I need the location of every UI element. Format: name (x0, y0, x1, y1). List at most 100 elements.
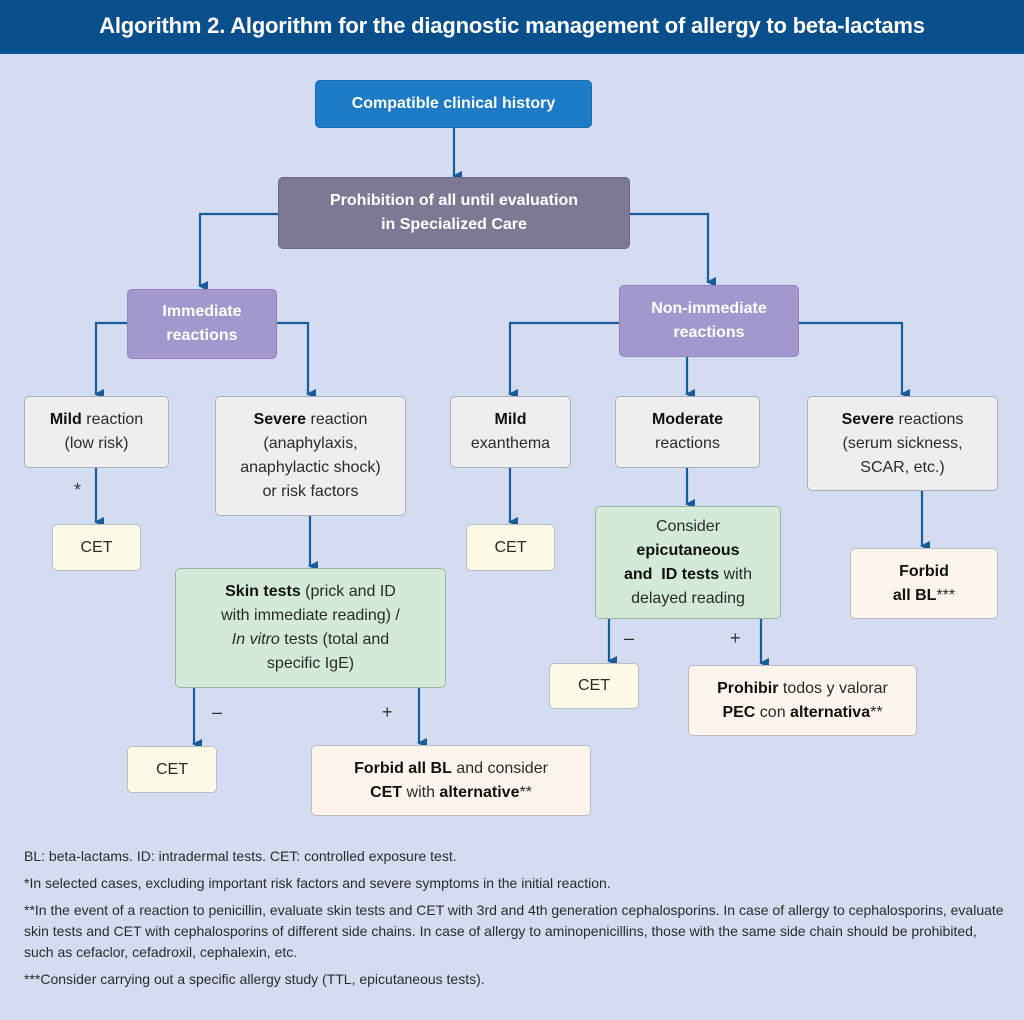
imm-mild-reaction-node: Mild reaction (low risk) (24, 396, 169, 468)
skin-tests-line4: specific IgE) (266, 655, 355, 672)
skin-positive-label: + (382, 702, 393, 722)
forbid-line2: all BL*** (893, 584, 955, 608)
nonimm-severe-rest: reactions (894, 410, 964, 428)
immediate-line1: Immediate (162, 303, 242, 320)
arrow-immediate-to-mild (94, 321, 127, 399)
nonimm-severe-line1: Severe reactions (842, 408, 964, 432)
nonimm-severe-outcome-node: Forbid all BL*** (850, 548, 998, 619)
imm-mild-bold: Mild (49, 411, 82, 428)
skin-negative-label: – (212, 702, 223, 722)
skin-tests-bold: Skin tests (225, 583, 301, 600)
imm-mild-cet-label: CET (80, 538, 113, 556)
immediate-line2: reactions (166, 327, 238, 344)
skin-tests-italic: In vitro (231, 631, 280, 648)
arrow-nonimm-to-severe (799, 321, 910, 399)
imm-severe-line1: Severe reaction (254, 408, 368, 432)
nonimm-mild-line2: exanthema (470, 435, 551, 452)
prohibition-node: Prohibition of all until evaluation in S… (278, 177, 630, 249)
skin-tests-rest1: (prick and ID (300, 583, 396, 600)
imm-mild-line2: (low risk) (64, 435, 129, 452)
skin-positive-bold3: alternative (439, 783, 520, 801)
epi-negative-cet-node: CET (549, 663, 639, 709)
skin-tests-node: Skin tests (prick and ID with immediate … (175, 568, 446, 688)
arrow-prohibition-to-nonimmediate (630, 212, 716, 287)
skin-positive-rest1: and consider (451, 759, 548, 777)
asterisk-edge-label: * (74, 480, 82, 500)
non-immediate-line2: reactions (673, 324, 745, 341)
epicutaneous-rest2: with (719, 565, 753, 583)
epicutaneous-line3: and ID tests with (624, 563, 752, 587)
epi-positive-bold2: PEC (722, 703, 756, 721)
epicutaneous-line1: Consider (655, 517, 721, 535)
footnote-abbreviations: BL: beta-lactams. ID: intradermal tests.… (24, 848, 457, 864)
forbid-line1: Forbid (899, 562, 949, 580)
header-divider (0, 52, 1024, 54)
nonimm-severe-line3: SCAR, etc.) (860, 458, 945, 476)
forbid-suffix: *** (936, 586, 956, 604)
skin-positive-bold1: Forbid all BL (354, 759, 452, 777)
imm-severe-line4: or risk factors (262, 483, 359, 500)
epi-positive-bold1: Prohibir (717, 679, 779, 697)
arrow-prohibition-to-immediate (198, 212, 278, 291)
skin-positive-rest2: with (402, 783, 440, 801)
skin-negative-cet-label: CET (156, 760, 188, 778)
epi-positive-label: + (730, 628, 741, 648)
skin-positive-line1: Forbid all BL and consider (354, 757, 548, 781)
skin-tests-line1: Skin tests (prick and ID (225, 580, 396, 604)
nonimm-moderate-bold: Moderate (651, 411, 724, 428)
arrow-immediate-to-severe (277, 321, 316, 399)
nonimm-mild-cet-node: CET (466, 524, 555, 571)
immediate-reactions-node: Immediate reactions (127, 289, 277, 359)
footnote-double-asterisk: **In the event of a reaction to penicill… (24, 902, 1004, 960)
skin-positive-line2: CET with alternative** (370, 781, 532, 805)
algorithm-title: Algorithm 2. Algorithm for the diagnosti… (0, 0, 1024, 52)
epicutaneous-tests-node: Consider epicutaneous and ID tests with … (595, 506, 781, 619)
epi-positive-suffix: ** (870, 703, 883, 721)
arrow-nonimm-to-mild (508, 321, 619, 399)
non-immediate-line1: Non-immediate (651, 300, 767, 317)
non-immediate-reactions-node: Non-immediate reactions (619, 285, 799, 357)
forbid-bold2: all BL (892, 586, 937, 604)
epi-positive-rest1: todos y valorar (778, 679, 888, 697)
imm-mild-cet-node: CET (52, 524, 141, 571)
epi-positive-outcome-node: Prohibir todos y valorar PEC con alterna… (688, 665, 917, 736)
nonimm-severe-bold: Severe (841, 410, 895, 428)
skin-positive-bold2: CET (370, 783, 403, 801)
skin-positive-suffix: ** (519, 783, 532, 801)
nonimm-mild-exanthema-node: Mild exanthema (450, 396, 571, 468)
epicutaneous-bold2: and ID tests (623, 565, 720, 583)
prohibition-line2: in Specialized Care (381, 216, 527, 233)
start-node-compatible-clinical-history: Compatible clinical history (315, 80, 592, 128)
epi-positive-line2: PEC con alternativa** (722, 701, 882, 725)
nonimm-mild-cet-label: CET (494, 538, 527, 556)
imm-mild-rest: reaction (81, 411, 144, 428)
skin-tests-rest3: tests (total and (279, 631, 390, 648)
nonimm-severe-node: Severe reactions (serum sickness, SCAR, … (807, 396, 998, 491)
imm-severe-bold: Severe (253, 411, 307, 428)
nonimm-moderate-line2: reactions (655, 435, 720, 452)
skin-tests-line3: In vitro tests (total and (232, 628, 389, 652)
nonimm-severe-line2: (serum sickness, (842, 434, 963, 452)
epi-negative-label: – (624, 628, 635, 648)
footnotes: BL: beta-lactams. ID: intradermal tests.… (24, 846, 1004, 996)
footnote-single-asterisk: *In selected cases, excluding important … (24, 875, 611, 891)
epi-positive-rest2: con (755, 703, 791, 721)
footnote-triple-asterisk: ***Consider carrying out a specific alle… (24, 971, 485, 987)
start-node-label: Compatible clinical history (351, 95, 556, 112)
imm-severe-reaction-node: Severe reaction (anaphylaxis, anaphylact… (215, 396, 406, 516)
skin-tests-line2: with immediate reading) / (221, 607, 400, 624)
imm-mild-line1: Mild reaction (50, 408, 143, 432)
epicutaneous-bold1: epicutaneous (636, 541, 740, 559)
skin-negative-cet-node: CET (127, 746, 217, 793)
nonimm-mild-bold: Mild (494, 411, 527, 428)
skin-positive-outcome-node: Forbid all BL and consider CET with alte… (311, 745, 591, 816)
epi-positive-bold3: alternativa (790, 703, 871, 721)
imm-severe-line2: (anaphylaxis, (263, 435, 358, 452)
imm-severe-line3: anaphylactic shock) (240, 459, 381, 476)
imm-severe-rest: reaction (306, 411, 368, 428)
nonimm-moderate-node: Moderate reactions (615, 396, 760, 468)
epi-positive-line1: Prohibir todos y valorar (717, 677, 888, 701)
prohibition-line1: Prohibition of all until evaluation (330, 192, 578, 209)
epicutaneous-line4: delayed reading (631, 589, 745, 607)
